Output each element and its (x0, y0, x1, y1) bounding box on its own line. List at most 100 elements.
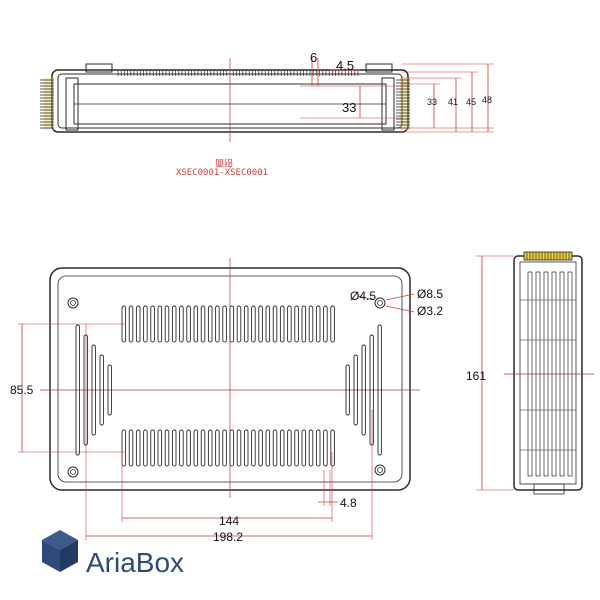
top-comb-ticks (117, 70, 359, 76)
vent-slot (279, 429, 285, 467)
vent-slots-bottom (121, 429, 335, 467)
vent-slot (315, 305, 321, 343)
arc-slot (377, 324, 382, 456)
arc-slot (91, 344, 96, 436)
dim-hole-3-2: Ø3.2 (417, 304, 443, 318)
vent-slot (150, 305, 155, 343)
vent-slot (236, 429, 242, 467)
vent-slot (323, 305, 328, 343)
vent-slot (186, 305, 191, 343)
vent-slot (186, 429, 191, 467)
vent-slot (164, 429, 170, 467)
brand-name: AriaBox (86, 547, 184, 578)
vent-slot (330, 305, 335, 343)
vent-slot (294, 429, 299, 467)
vent-slot (193, 429, 199, 467)
vent-slot (265, 429, 271, 467)
vent-slot (143, 429, 148, 467)
vent-slot (222, 305, 227, 343)
arc-slot (75, 324, 80, 456)
vent-slot (272, 305, 278, 343)
vent-slot (128, 305, 134, 343)
vent-slot (301, 305, 307, 343)
arc-slot (107, 364, 112, 416)
dim-144: 144 (219, 514, 239, 528)
vent-slot (258, 305, 263, 343)
vent-slot (179, 429, 184, 467)
vent-slot (287, 305, 292, 343)
vent-slot (207, 429, 213, 467)
dim-45: 45 (466, 97, 476, 107)
vent-slot (308, 429, 314, 467)
vent-slot (200, 305, 206, 343)
dim-85-5: 85.5 (10, 383, 34, 397)
vent-slot (150, 429, 155, 467)
dim-33-side: 33 (427, 97, 437, 107)
vent-slot (200, 429, 206, 467)
vent-slot (229, 429, 235, 467)
vent-slots-top (121, 305, 335, 343)
ariabox-cube-icon (42, 530, 78, 572)
vent-slot (121, 429, 127, 467)
arc-slot (345, 364, 350, 416)
vent-slot (301, 429, 307, 467)
vent-slot (330, 429, 335, 467)
front-view: Ø4.5 Ø8.5 Ø3.2 85.5 144 4.8 198.2 (10, 258, 443, 544)
dim-4-5: 4.5 (336, 58, 354, 73)
vent-slot (222, 429, 227, 467)
top-section-view: 6 4.5 33 33 41 45 48 (40, 50, 494, 142)
vent-slot (243, 305, 249, 343)
dim-41: 41 (448, 97, 458, 107)
vent-slot (272, 429, 278, 467)
mounting-hole-top-right (374, 297, 386, 309)
vent-slot (164, 305, 170, 343)
vent-slot (258, 429, 263, 467)
section-caption-bottom: XSEC0001-XSEC0001 (176, 168, 268, 178)
top-left-fins (40, 78, 54, 130)
vent-slot (215, 305, 220, 343)
vent-slot (315, 429, 321, 467)
dim-6: 6 (310, 50, 317, 65)
section-caption: 剖面 XSEC0001-XSEC0001 (176, 157, 268, 178)
vent-slot (171, 305, 177, 343)
side-cap-ticks (526, 252, 570, 260)
dim-161: 161 (466, 369, 486, 383)
arc-slot (361, 344, 366, 436)
vent-slots-right-arc (345, 324, 382, 456)
vent-slot (251, 305, 256, 343)
vent-slot (179, 305, 184, 343)
section-caption-top: 剖面 (215, 157, 233, 169)
vent-slot (287, 429, 292, 467)
vent-slot (251, 429, 256, 467)
vent-slot (157, 429, 163, 467)
arc-slot (353, 354, 358, 426)
arc-slot (99, 354, 104, 426)
vent-slot (128, 429, 134, 467)
dim-hole-4-5: Ø4.5 (350, 289, 376, 303)
ariabox-logo: AriaBox (42, 530, 184, 578)
mounting-hole-bottom-left (67, 466, 79, 478)
top-right-fins (396, 78, 410, 130)
vent-slot (308, 305, 314, 343)
vent-slot (229, 305, 235, 343)
dim-hole-8-5: Ø8.5 (417, 287, 443, 301)
vent-slot (207, 305, 213, 343)
mounting-hole-bottom-right (374, 464, 386, 476)
vent-slot (265, 305, 271, 343)
dim-4-8: 4.8 (340, 496, 357, 510)
vent-slot (323, 429, 328, 467)
dim-198-2: 198.2 (213, 530, 243, 544)
dim-33-inner: 33 (342, 100, 356, 115)
vent-slot (215, 429, 220, 467)
vent-slot (135, 429, 141, 467)
vent-slot (193, 305, 199, 343)
mounting-hole-top-left (67, 297, 79, 309)
vent-slot (143, 305, 148, 343)
vent-slot (294, 305, 299, 343)
dim-48: 48 (482, 95, 492, 105)
vent-slot (236, 305, 242, 343)
vent-slot (135, 305, 141, 343)
vent-slot (157, 305, 163, 343)
side-view: 161 (466, 251, 594, 495)
